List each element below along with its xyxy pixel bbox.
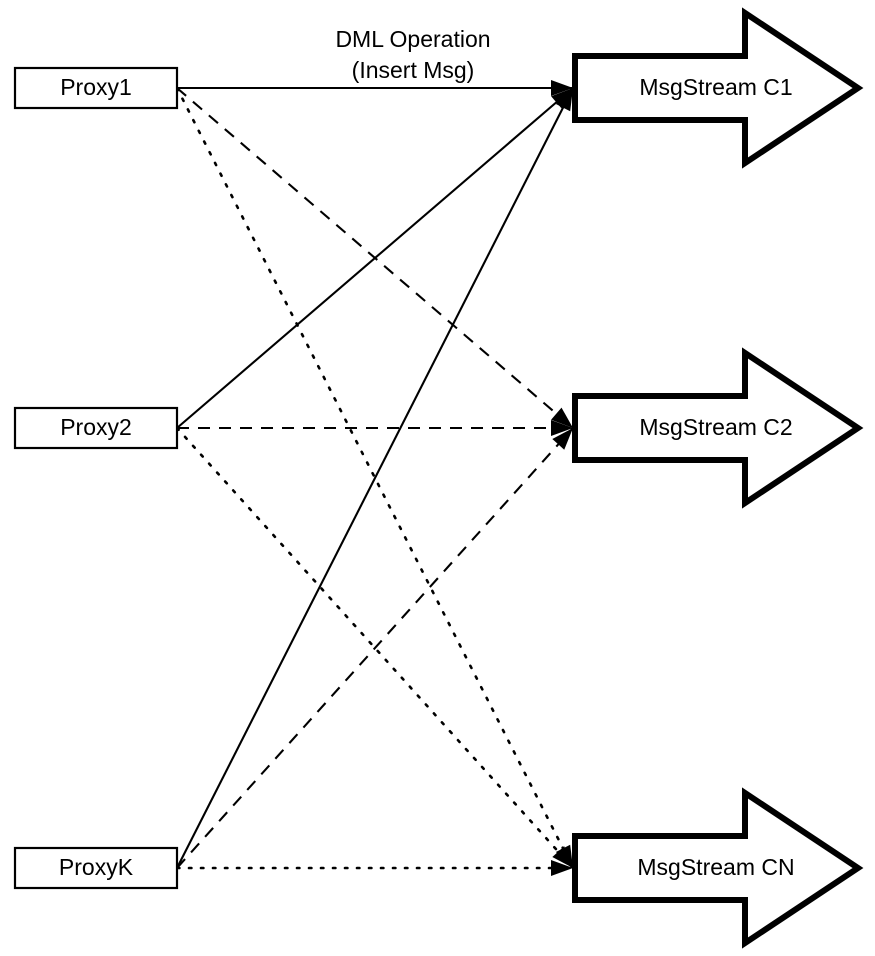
arrowhead-proxyK-to-cn	[551, 860, 573, 876]
proxy2-box	[13, 406, 179, 450]
arrowhead-proxyK-to-c2	[552, 428, 573, 450]
arrowhead-proxy2-to-cn	[552, 846, 573, 868]
dml-operation-caption: DML Operation (Insert Msg)	[335, 26, 490, 83]
msgstream-cn[interactable]: MsgStream CN	[572, 787, 864, 949]
edges-layer	[175, 86, 575, 870]
edge-proxyK-to-c1	[176, 87, 574, 869]
msgstream-cn-label: MsgStream CN	[637, 854, 794, 880]
proxy-node-proxy1[interactable]: Proxy1	[13, 66, 179, 110]
edge-proxy1-to-cn	[175, 86, 575, 870]
proxyk-box	[13, 846, 179, 890]
proxy-node-proxy2[interactable]: Proxy2	[13, 406, 179, 450]
streams-layer: MsgStream C1 MsgStream C2 MsgStream CN	[572, 7, 864, 949]
arrowhead-proxy1-to-c2	[551, 407, 573, 428]
msgstream-c1[interactable]: MsgStream C1	[572, 7, 864, 169]
edge-proxy2-to-c1	[176, 87, 574, 429]
msgstream-c2-shape	[572, 347, 864, 509]
arrowheads-layer	[551, 80, 573, 876]
edge-proxyK-to-c2	[176, 427, 574, 869]
edge-proxy2-to-cn	[175, 426, 575, 870]
arrowhead-proxyK-to-c1	[555, 88, 573, 112]
dml-operation-line1: DML Operation	[335, 26, 490, 52]
proxy1-box	[13, 66, 179, 110]
proxyk-label: ProxyK	[59, 854, 134, 880]
msgstream-c2[interactable]: MsgStream C2	[572, 347, 864, 509]
proxy-node-proxyk[interactable]: ProxyK	[13, 846, 179, 890]
dml-operation-line2: (Insert Msg)	[352, 57, 475, 83]
msgstream-c1-shape	[572, 7, 864, 169]
arrowhead-proxy2-to-c2	[551, 420, 573, 436]
msgstream-c1-label: MsgStream C1	[639, 74, 792, 100]
arrowhead-proxy1-to-c1	[551, 80, 573, 96]
msgstream-cn-shape	[572, 787, 864, 949]
proxy1-label: Proxy1	[60, 74, 132, 100]
msgstream-c2-label: MsgStream C2	[639, 414, 792, 440]
proxies-layer: Proxy1 Proxy2 ProxyK	[13, 66, 179, 890]
arrowhead-proxy2-to-c1	[551, 88, 573, 109]
proxy2-label: Proxy2	[60, 414, 132, 440]
